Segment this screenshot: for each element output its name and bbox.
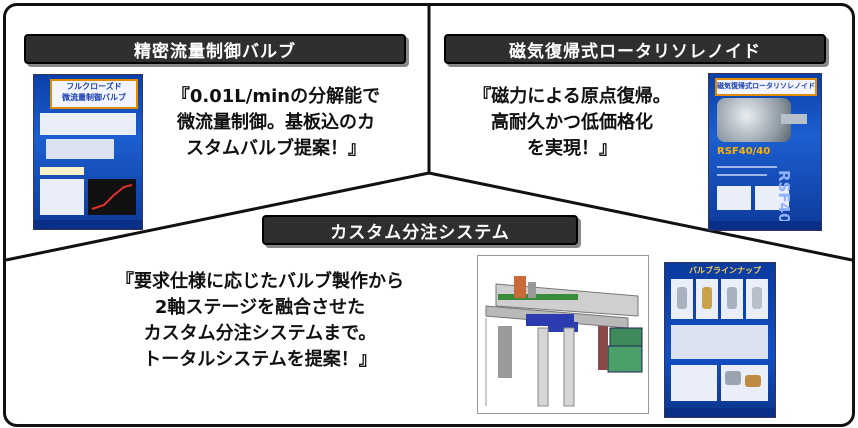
dispensing-system-cad-image	[477, 255, 649, 414]
solenoid-brochure-title: 磁気復帰式ロータリソレノイド	[715, 78, 817, 96]
custom-system-quote: 『要求仕様に応じたバルブ製作から 2軸ステージを融合させた カスタム分注システム…	[116, 271, 404, 370]
custom-system-banner: カスタム分注システム	[262, 215, 578, 245]
solenoid-brochure-image: 磁気復帰式ロータリソレノイド RSF40/40 RSF40/40	[708, 73, 822, 231]
precision-valve-quote: 『0.01L/minの分解能で 微流量制御。基板込のカ スタムバルブ提案！』	[171, 86, 381, 159]
lineup-brochure-title: バルブラインナップ	[689, 266, 761, 275]
rotary-solenoid-quote: 『磁力による原点復帰。 高耐久かつ低価格化 を実現！』	[473, 86, 671, 159]
solenoid-model-label: RSF40/40	[717, 146, 771, 157]
valve-lineup-brochure-image: バルブラインナップ	[664, 262, 776, 418]
valve-brochure-title: フルクローズド 微流量制御バルブ	[50, 79, 138, 109]
valve-brochure-image: フルクローズド 微流量制御バルブ	[33, 74, 143, 230]
rotary-solenoid-banner: 磁気復帰式ロータリソレノイド	[444, 34, 826, 64]
precision-valve-banner: 精密流量制御バルブ	[24, 34, 406, 64]
